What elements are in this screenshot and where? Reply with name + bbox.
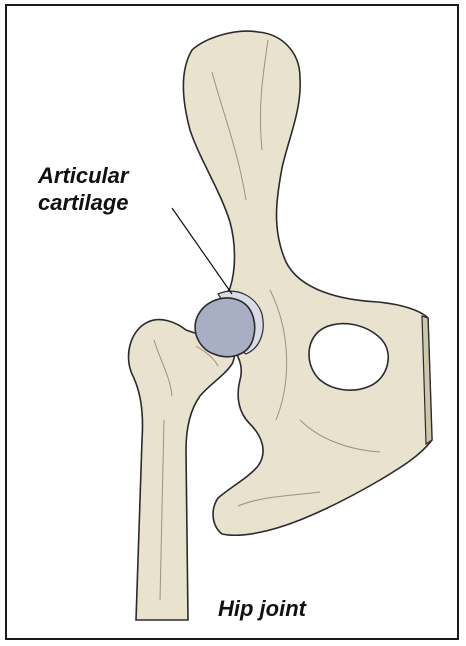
- pelvis-bone: [184, 31, 433, 535]
- femoral-head-cartilage: [195, 298, 255, 357]
- articular-cartilage-label-line1: Articular: [38, 163, 128, 189]
- diagram-title: Hip joint: [218, 596, 306, 622]
- femur-bone: [129, 320, 235, 620]
- articular-cartilage-label-line2: cartilage: [38, 190, 129, 216]
- label-leader-line: [172, 208, 232, 294]
